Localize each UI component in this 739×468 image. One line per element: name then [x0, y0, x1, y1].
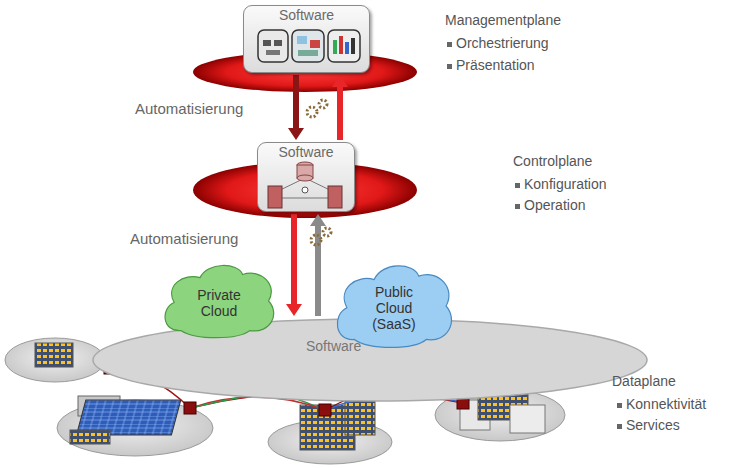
arrow-head	[310, 214, 326, 226]
software-box: Software	[257, 142, 355, 212]
arrow-head	[332, 75, 348, 87]
node-text: Software	[244, 7, 369, 23]
plane-label: Konnektivität	[626, 396, 706, 413]
node-text: Software	[258, 144, 354, 160]
arrow-shaft	[293, 75, 299, 128]
gear-symbols	[307, 100, 331, 245]
bullet-marks	[447, 42, 622, 429]
plane-label: Präsentation	[456, 57, 535, 74]
automation-label: Automatisierung	[135, 100, 243, 117]
automation-arrow	[310, 214, 326, 316]
controller-icons	[268, 162, 342, 208]
plane-label: Services	[626, 417, 680, 434]
app-icons	[258, 30, 360, 62]
node-text: Private Cloud	[186, 287, 252, 319]
automation-arrow	[288, 75, 304, 140]
cloud-shape: Private Cloud	[160, 262, 278, 340]
node-text: Public Cloud (SaaS)	[359, 284, 428, 332]
router-square	[319, 404, 331, 416]
arrow-shaft	[315, 226, 321, 316]
plane-label: Controlplane	[513, 153, 592, 170]
node-text: Software	[306, 338, 361, 354]
automation-arrow	[332, 75, 348, 140]
automation-arrow	[286, 214, 302, 316]
arrow-shaft	[291, 214, 297, 304]
arrow-head	[286, 304, 302, 316]
plane-label: Managementplane	[445, 12, 561, 29]
cloud-fill	[165, 265, 274, 337]
arrow-shaft	[337, 87, 343, 140]
cloud-shape: Public Cloud (SaaS)	[332, 262, 456, 350]
router-square	[184, 402, 196, 414]
software-box: Software	[243, 5, 370, 73]
plane-label: Operation	[524, 197, 585, 214]
plane-label: Konfiguration	[524, 176, 607, 193]
arrow-head	[288, 128, 304, 140]
plane-label: Orchestrierung	[456, 35, 549, 52]
automation-label: Automatisierung	[130, 230, 238, 247]
plane-label: Dataplane	[612, 373, 676, 390]
cloud-fill	[337, 266, 451, 347]
